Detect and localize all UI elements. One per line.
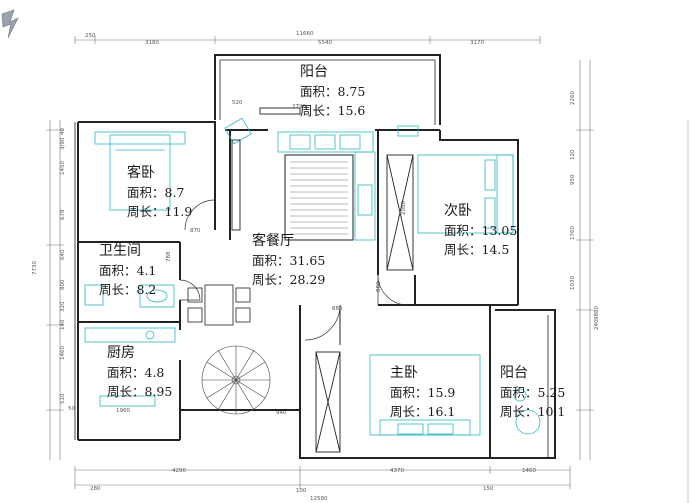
dim-bottom-small-2: 150: [483, 486, 494, 492]
dim-left-total: 7730: [32, 261, 38, 275]
brand-logo-icon: [1, 9, 19, 39]
dimension-numbers: 11660 250 3180 5540 3170 12580 4290 4370…: [32, 31, 600, 502]
dim-bottom-total: 12580: [310, 496, 328, 502]
sofa: [277, 131, 374, 153]
dim-left-1: 3/90: [60, 137, 66, 150]
wardrobes: [231, 107, 414, 453]
room-name: 阳台: [300, 64, 328, 80]
dim-int-8: 1960: [116, 408, 130, 414]
dim-bottom-1: 4370: [390, 468, 404, 474]
dim-left-9: 510: [60, 393, 66, 404]
room-name: 客卧: [127, 165, 155, 181]
dim-int-2: 870: [190, 228, 201, 234]
dim-top-1: 3180: [145, 40, 159, 46]
furniture: [84, 117, 541, 436]
dim-int-9: 50: [68, 406, 75, 412]
dim-int-1: 2790: [292, 104, 306, 110]
dim-left-5: 800: [60, 279, 66, 290]
dim-bottom-2: 1460: [522, 468, 536, 474]
dim-left-2: 1450: [60, 161, 66, 175]
balcony-table: [515, 409, 541, 435]
room-area: 面积：8.75: [300, 84, 366, 99]
dim-top-2: 5540: [318, 40, 332, 46]
room-area: 面积：31.65: [252, 253, 326, 268]
room-guest-bedroom: 客卧 面积：8.7 周长：11.9: [127, 164, 192, 221]
dim-int-6: 880: [332, 306, 343, 312]
room-perimeter: 周长：28.29: [252, 272, 326, 287]
room-second-bedroom: 次卧 面积：13.05 周长：14.5: [444, 202, 517, 259]
room-name: 厨房: [107, 345, 135, 361]
dim-top-total: 11660: [296, 31, 314, 37]
room-area: 面积：8.7: [127, 185, 185, 200]
dim-bottom-small-1: 100: [296, 488, 307, 494]
room-balcony-north: 阳台 面积：8.75 周长：15.6: [300, 63, 365, 120]
dim-bottom-small-0: 280: [90, 486, 101, 492]
dim-right-1: 120: [570, 149, 576, 160]
room-perimeter: 周长：15.6: [300, 103, 366, 118]
dim-left-8: 1460: [60, 346, 66, 360]
room-area: 面积：13.05: [444, 223, 518, 238]
dim-int-0: 520: [232, 100, 243, 106]
dim-left-4: 640: [60, 249, 66, 260]
room-living-dining: 客餐厅 面积：31.65 周长：28.29: [252, 232, 325, 289]
room-name: 卫生间: [99, 243, 141, 259]
room-area: 面积：15.9: [390, 385, 456, 400]
room-master-bedroom: 主卧 面积：15.9 周长：16.1: [390, 364, 455, 421]
room-area: 面积：4.1: [99, 263, 157, 278]
dim-top-0: 250: [85, 33, 96, 39]
dim-right-5: 240: [594, 319, 600, 330]
dim-int-7: 940: [276, 410, 287, 416]
spiral-stair-icon: [201, 345, 271, 415]
dim-int-4: 2080: [401, 201, 407, 215]
dim-top-3: 3170: [470, 40, 484, 46]
room-area: 面积：4.8: [107, 365, 165, 380]
room-area: 面积：5.25: [500, 385, 566, 400]
dim-int-5: 880: [376, 281, 382, 292]
dim-left-7: 140: [60, 319, 66, 330]
room-name: 阳台: [500, 365, 528, 381]
dim-right-4: 1030: [570, 276, 576, 290]
living-rug: [284, 154, 354, 241]
room-name: 主卧: [390, 365, 418, 381]
dim-right-0: 2260: [570, 91, 576, 105]
room-perimeter: 周长：8.2: [99, 282, 157, 297]
room-perimeter: 周长：14.5: [444, 242, 510, 257]
dim-right-2: 950: [570, 174, 576, 185]
guest-bed: [109, 134, 171, 211]
room-kitchen: 厨房 面积：4.8 周长：8.95: [107, 344, 172, 401]
dim-bottom-0: 4290: [172, 468, 186, 474]
dim-right-total: 9880: [594, 306, 600, 320]
room-bathroom: 卫生间 面积：4.1 周长：8.2: [99, 242, 156, 299]
walls: [74, 54, 556, 459]
dim-int-3: 788: [166, 251, 172, 262]
dimension-lines: [46, 36, 689, 503]
dim-right-3: 1760: [570, 226, 576, 240]
room-perimeter: 周长：10.1: [500, 404, 566, 419]
doors: [179, 199, 409, 341]
room-name: 客餐厅: [252, 233, 294, 249]
dining-set: [187, 284, 251, 326]
room-name: 次卧: [444, 203, 472, 219]
room-perimeter: 周长：16.1: [390, 404, 456, 419]
room-balcony-east: 阳台 面积：5.25 周长：10.1: [500, 364, 565, 421]
room-perimeter: 周长：8.95: [107, 384, 173, 399]
room-perimeter: 周长：11.9: [127, 204, 193, 219]
dim-left-6: 320: [60, 301, 66, 312]
dim-left-0: 40: [60, 128, 66, 135]
dim-left-3: 678: [60, 209, 66, 220]
